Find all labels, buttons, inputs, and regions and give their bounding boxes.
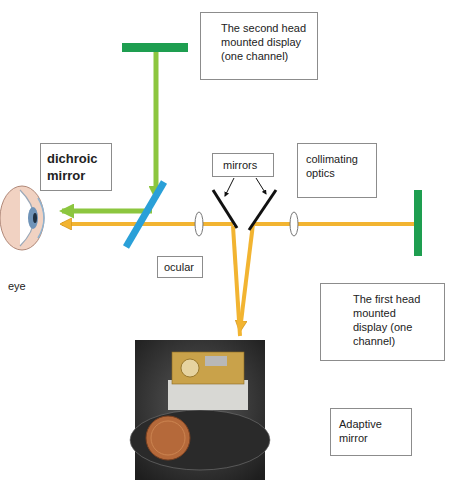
mirror-aperture xyxy=(181,359,199,377)
light-beam xyxy=(240,224,253,330)
iris xyxy=(28,207,38,229)
light-beam xyxy=(233,226,240,336)
eye-illustration xyxy=(0,186,44,250)
coin-rim xyxy=(151,421,185,455)
callout-box: dichroic mirror xyxy=(40,143,112,191)
coin xyxy=(146,416,190,460)
callout-text: ocular xyxy=(164,260,198,274)
light-beam xyxy=(62,209,152,214)
callout-box: Adaptive mirror xyxy=(330,408,412,456)
gold-chip xyxy=(172,352,244,384)
chip-part xyxy=(205,356,227,366)
fold-mirror xyxy=(249,190,276,230)
callout-text: The first head mounted display (one chan… xyxy=(353,292,425,348)
callout-box: mirrors xyxy=(212,153,274,177)
callout-text: The second head mounted display (one cha… xyxy=(221,21,311,63)
leader-arrow xyxy=(225,178,234,196)
lens xyxy=(195,212,203,236)
display-bar xyxy=(122,43,188,52)
adaptive-mirror-photo xyxy=(130,340,270,480)
callout-box: The first head mounted display (one chan… xyxy=(320,283,445,361)
callout-box: ocular xyxy=(157,256,203,278)
callout-text: dichroic mirror xyxy=(47,150,105,184)
light-beam xyxy=(253,222,414,226)
display-bar xyxy=(414,190,422,256)
light-beam xyxy=(62,222,233,226)
photo-disc xyxy=(130,410,270,470)
callout-text: mirrors xyxy=(223,158,267,172)
cornea xyxy=(38,198,44,238)
lens xyxy=(290,212,298,236)
callout-box: collimating optics xyxy=(297,143,377,198)
eye-outline xyxy=(0,186,44,250)
callout-box: The second head mounted display (one cha… xyxy=(200,12,318,80)
callout-text: collimating optics xyxy=(306,152,368,180)
callout-text: Adaptive mirror xyxy=(339,417,403,445)
pupil xyxy=(33,213,37,223)
light-beam xyxy=(154,52,159,198)
ceramic-base xyxy=(168,380,248,410)
leader-arrow xyxy=(256,178,266,194)
part-label: eye xyxy=(8,280,26,292)
dichroic-mirror xyxy=(126,182,164,247)
